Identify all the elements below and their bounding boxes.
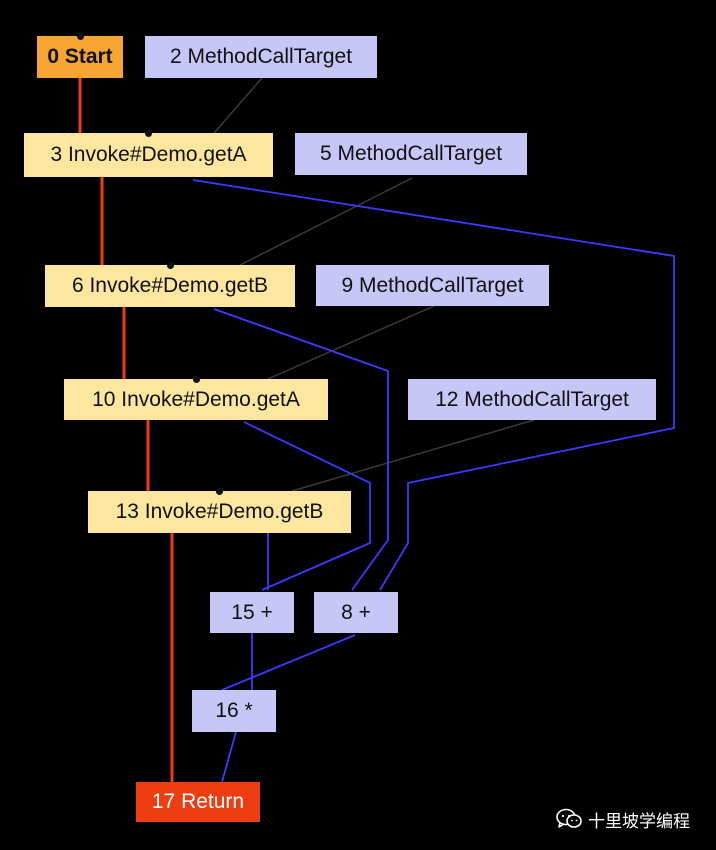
node-12-method-call-target[interactable]: 12 MethodCallTarget	[408, 379, 656, 420]
node-13-invoke-getB[interactable]: 13 Invoke#Demo.getB	[88, 491, 351, 533]
node-0-start[interactable]: 0 Start	[37, 36, 123, 78]
node-16-label: 16 *	[215, 699, 253, 722]
node-6-label: 6 Invoke#Demo.getB	[71, 274, 269, 297]
target-edge-12-13	[291, 419, 535, 492]
node-16-multiply[interactable]: 16 *	[192, 690, 276, 732]
data-edge-6-8	[213, 308, 389, 591]
watermark: 十里坡学编程	[556, 804, 690, 834]
node-8-add[interactable]: 8 +	[314, 592, 398, 633]
watermark-text: 十里坡学编程	[588, 811, 690, 832]
node-9-method-call-target[interactable]: 9 MethodCallTarget	[316, 265, 549, 306]
node-5-label: 5 MethodCallTarget	[319, 142, 503, 165]
node-3-port	[144, 129, 152, 137]
node-17-label: 17 Return	[151, 790, 245, 813]
node-12-label: 12 MethodCallTarget	[435, 387, 629, 411]
data-edge-16-17	[221, 731, 237, 783]
node-17-return[interactable]: 17 Return	[136, 782, 260, 822]
node-3-label: 3 Invoke#Demo.getA	[50, 143, 247, 166]
node-0-label: 0 Start	[47, 45, 113, 68]
node-15-label: 15 +	[231, 600, 273, 624]
node-10-label: 10 Invoke#Demo.getA	[92, 387, 300, 411]
data-edge-3-8	[192, 179, 675, 591]
node-10-invoke-getA[interactable]: 10 Invoke#Demo.getA	[64, 379, 328, 420]
wechat-icon	[556, 808, 582, 830]
target-edge-5-6	[239, 177, 413, 266]
node-8-label: 8 +	[341, 600, 371, 624]
node-15-add[interactable]: 15 +	[210, 592, 294, 633]
node-6-port	[166, 261, 174, 269]
node-9-label: 9 MethodCallTarget	[341, 273, 524, 297]
data-edge-8-16	[221, 634, 356, 691]
data-edge-10-15	[243, 421, 371, 591]
node-13-label: 13 Invoke#Demo.getB	[115, 500, 324, 523]
target-edge-9-10	[267, 305, 435, 380]
target-edge-2-3	[213, 77, 263, 134]
node-0-port	[76, 32, 84, 40]
node-3-invoke-getA[interactable]: 3 Invoke#Demo.getA	[24, 133, 273, 177]
node-10-port	[192, 375, 200, 383]
node-6-invoke-getB[interactable]: 6 Invoke#Demo.getB	[45, 265, 295, 307]
node-13-port	[215, 487, 223, 495]
node-2-method-call-target[interactable]: 2 MethodCallTarget	[145, 36, 377, 78]
node-2-label: 2 MethodCallTarget	[169, 45, 353, 68]
node-5-method-call-target[interactable]: 5 MethodCallTarget	[295, 133, 527, 175]
